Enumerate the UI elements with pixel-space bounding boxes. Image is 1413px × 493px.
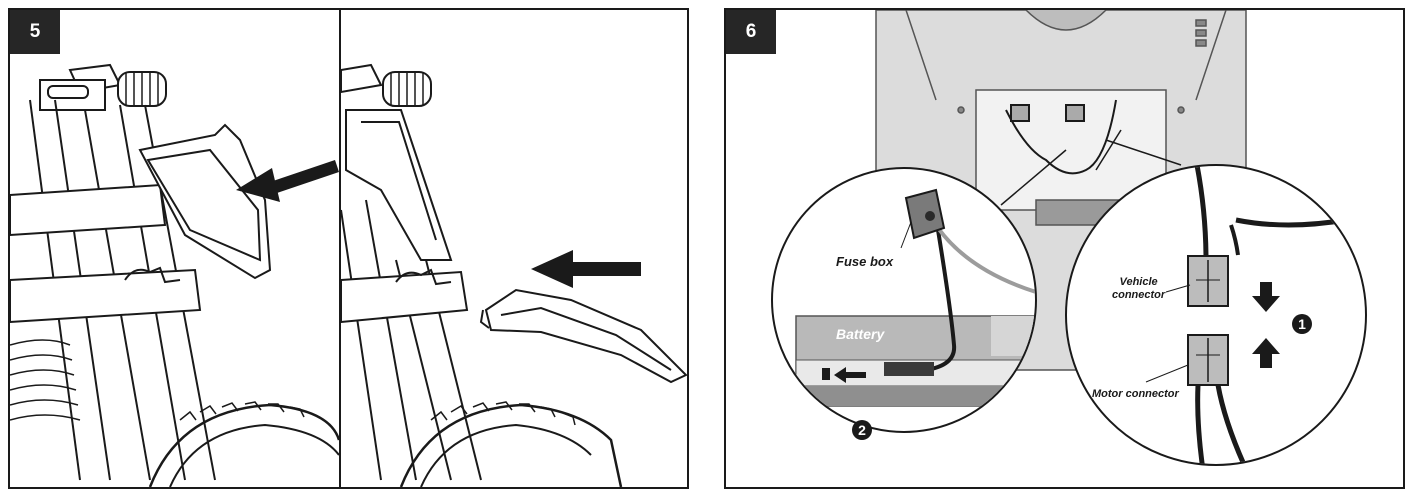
step-5-divider [339,10,341,487]
step-5-badge: 5 [10,10,60,54]
step-6-illustration [771,10,1367,466]
step-5a-illustration [10,63,339,487]
battery-label: Battery [836,326,885,342]
connector-zoom [1065,164,1367,466]
step-6-badge: 6 [726,10,776,54]
step-5b-illustration [341,63,687,487]
fuse-box-label: Fuse box [836,254,894,269]
motor-connector-label: Motor connector [1092,388,1179,400]
vehicle-connector-label: Vehicle connector [1112,276,1166,301]
step-5-panel: 5 [8,8,689,489]
step-6-panel: 6 [724,8,1405,489]
callout-1: 1 [1292,314,1312,334]
callout-2: 2 [852,420,872,440]
